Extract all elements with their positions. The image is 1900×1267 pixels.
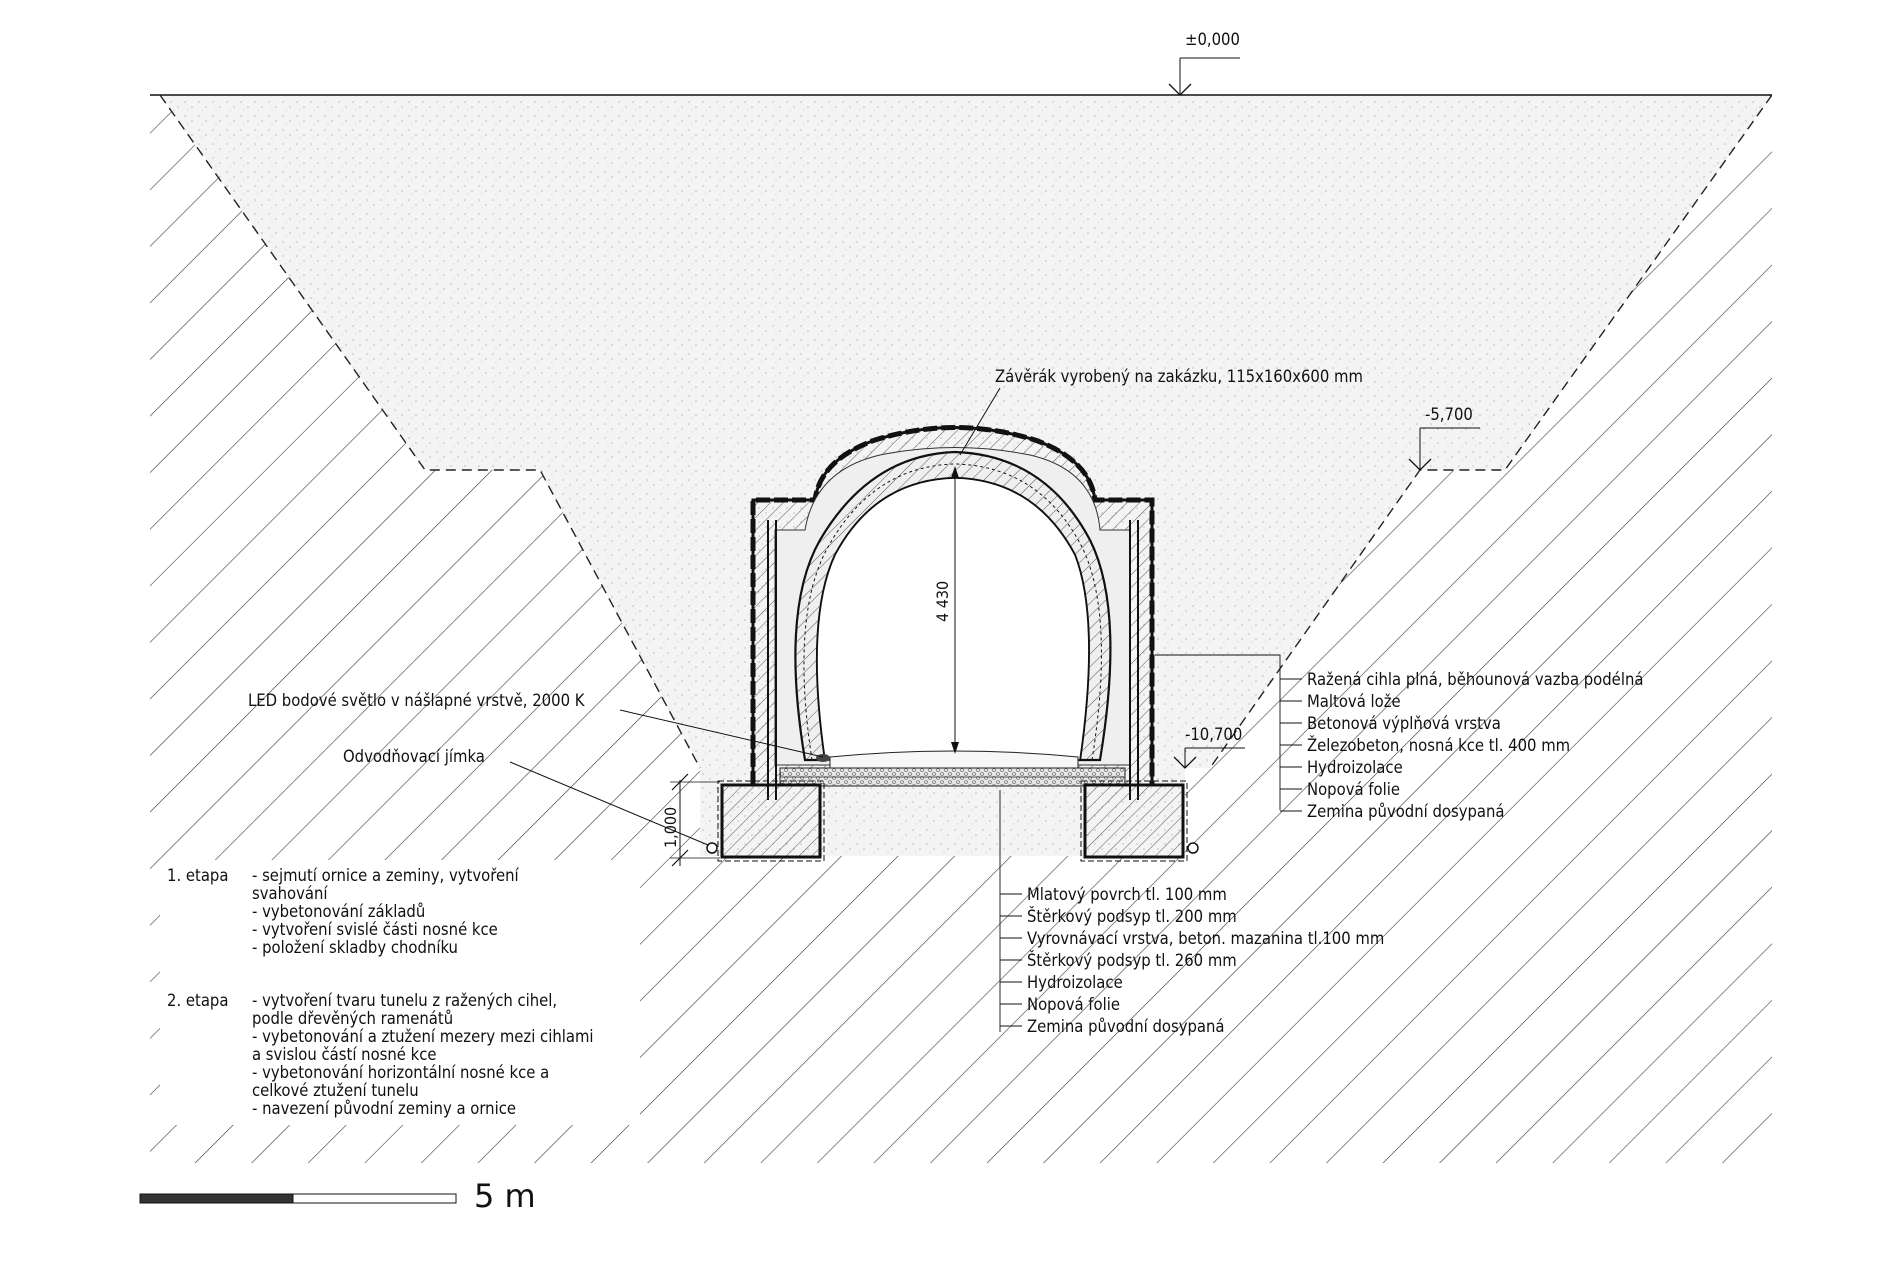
level-marker-mid: -5,700	[1408, 405, 1480, 471]
tunnel-height-value: 4 430	[933, 581, 952, 622]
drain-annotation: Odvodňovací jímka	[343, 747, 709, 846]
floor-layers-annotation: Mlatový povrch tl. 100 mm Štěrkový podsy…	[999, 790, 1384, 1036]
stage-2-line-2: podle dřevěných ramenátů	[252, 1009, 453, 1028]
wall-layer-2: Maltová lože	[1307, 692, 1401, 711]
stage-2-title: 2. etapa	[167, 991, 228, 1010]
wall-layer-5: Hydroizolace	[1307, 758, 1403, 777]
stage-2-line-7: - navezení původní zeminy a ornice	[252, 1099, 516, 1118]
floor-layer-5: Hydroizolace	[1027, 973, 1123, 992]
construction-stages: 1. etapa - sejmutí ornice a zeminy, vytv…	[160, 860, 640, 1125]
tunnel-structure	[706, 425, 1199, 862]
hydroisolation-outline	[750, 425, 1155, 785]
floor-layer-3: Vyrovnávací vrstva, beton. mazanina tl.1…	[1027, 929, 1384, 948]
led-annotation: LED bodové světlo v nášlapné vrstvě, 200…	[248, 691, 824, 758]
stage-2-line-1: - vytvoření tvaru tunelu z ražených cihe…	[252, 991, 557, 1010]
scale-bar-label: 5 m	[474, 1177, 536, 1215]
level-bottom-label: -10,700	[1185, 725, 1242, 744]
floor-layer-2: Štěrkový podsyp tl. 200 mm	[1027, 907, 1237, 926]
floor-layer-4: Štěrkový podsyp tl. 260 mm	[1027, 951, 1237, 970]
wall-layer-6: Nopová folie	[1307, 780, 1400, 799]
stage-2-line-4: a svislou částí nosné kce	[252, 1045, 437, 1064]
floor-layer-7: Zemina původní dosypaná	[1027, 1017, 1225, 1036]
led-light	[816, 754, 830, 762]
level-mid-label: -5,700	[1425, 405, 1473, 424]
level-marker-top: ±0,000	[1168, 30, 1240, 96]
wall-layer-7: Zemina původní dosypaná	[1307, 802, 1505, 821]
wall-layers-annotation: Ražená cihla plná, běhounová vazba podél…	[1155, 654, 1643, 821]
floor-layer-6: Nopová folie	[1027, 995, 1120, 1014]
foundation-height-dimension: 1,000	[661, 773, 720, 867]
stage-1-line-5: - položení skladby chodníku	[252, 938, 458, 957]
foundation-height-value: 1,000	[661, 807, 680, 848]
drain-label: Odvodňovací jímka	[343, 747, 485, 766]
foundation-right-membrane	[1080, 780, 1188, 862]
stage-2-line-6: celkové ztužení tunelu	[252, 1081, 419, 1100]
drain-pipe-right	[1187, 842, 1199, 854]
wall-layer-4: Železobeton, nosná kce tl. 400 mm	[1307, 736, 1570, 755]
stage-1-line-3: - vybetonování základů	[252, 902, 425, 921]
walkway-surface	[829, 750, 1079, 769]
stage-2-line-5: - vybetonování horizontální nosné kce a	[252, 1063, 549, 1082]
scale-bar-dark-segment	[139, 1193, 294, 1204]
stage-1-line-1: - sejmutí ornice a zeminy, vytvoření	[252, 866, 519, 885]
stage-1-title: 1. etapa	[167, 866, 228, 885]
wall-layer-1: Ražená cihla plná, běhounová vazba podél…	[1307, 670, 1643, 689]
stages-background	[160, 860, 640, 1125]
keystone-annotation: Závěrák vyrobený na zakázku, 115x160x600…	[959, 367, 1363, 456]
stage-1-line-2: svahování	[252, 884, 328, 903]
led-label: LED bodové světlo v nášlapné vrstvě, 200…	[248, 691, 586, 710]
scale-bar: 5 m	[139, 1177, 536, 1215]
wall-layer-3: Betonová výplňová vrstva	[1307, 714, 1501, 733]
scale-bar-light-segment	[292, 1193, 457, 1204]
floor-layer-1: Mlatový povrch tl. 100 mm	[1027, 885, 1227, 904]
keystone-label: Závěrák vyrobený na zakázku, 115x160x600…	[995, 367, 1363, 386]
tunnel-height-dimension: 4 430	[933, 466, 959, 754]
drain-pipe-left	[706, 842, 718, 854]
foundation-left-membrane	[717, 780, 825, 862]
excavation-edge-left	[159, 95, 701, 769]
stage-2-line-3: - vybetonování a ztužení mezery mezi cih…	[252, 1027, 594, 1046]
level-marker-bottom: -10,700	[1173, 725, 1245, 769]
level-top-label: ±0,000	[1185, 30, 1240, 49]
foundation-right	[1083, 783, 1185, 859]
excavation-edge-right	[1209, 95, 1772, 769]
foundation-left	[720, 783, 822, 859]
stage-1-line-4: - vytvoření svislé části nosné kce	[252, 920, 498, 939]
